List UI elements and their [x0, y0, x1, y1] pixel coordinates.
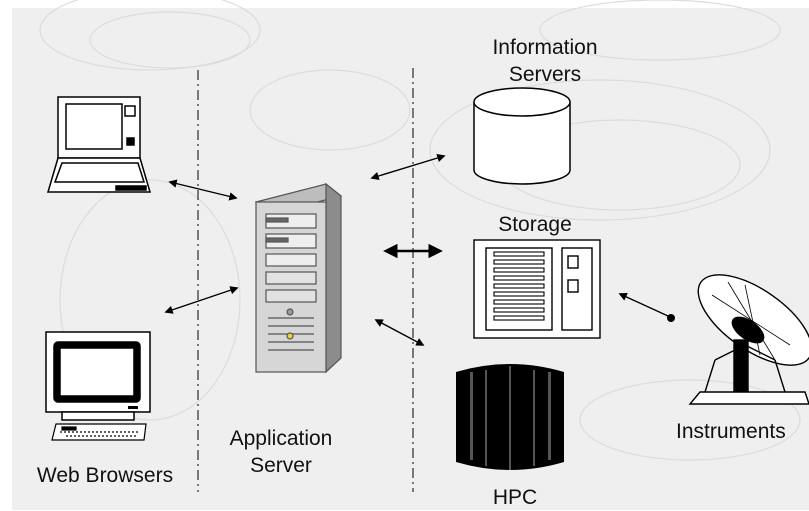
web-browsers-label: Web Browsers [36, 464, 174, 487]
instruments-label: Instruments [676, 420, 786, 443]
arrow-desktop-server [164, 286, 239, 314]
keyboard-icon [51, 423, 147, 441]
information-servers-label: Information Servers [470, 34, 620, 88]
information-servers-label-line2: Servers [508, 63, 582, 86]
storage-label: Storage [498, 213, 572, 236]
storage-array-icon [473, 239, 601, 339]
laptop-icon [46, 96, 152, 193]
arrow-server-database [370, 153, 446, 181]
database-cylinder-icon [473, 87, 571, 185]
application-server-label: Application Server [206, 425, 356, 479]
hpc-label: HPC [492, 486, 538, 509]
satellite-dish-icon [688, 274, 809, 405]
arrow-laptop-server [168, 179, 238, 201]
hpc-cluster-icon [456, 364, 564, 470]
application-server-label-line1: Application [229, 427, 333, 450]
arrow-storage-instruments [618, 292, 669, 317]
background-swirls [39, 0, 801, 461]
information-servers-label-line1: Information [492, 36, 598, 59]
application-server-label-line2: Server [250, 454, 312, 477]
desktop-monitor-icon [45, 331, 151, 421]
tower-server-icon [254, 182, 343, 374]
arrow-server-hpc [374, 319, 425, 346]
connector-dot [667, 314, 675, 322]
